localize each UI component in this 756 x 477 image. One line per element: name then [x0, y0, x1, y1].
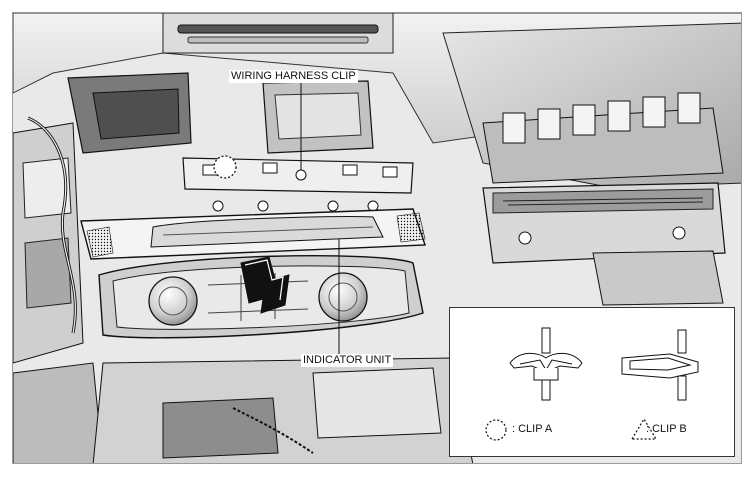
clip-legend-art [485, 327, 699, 441]
clip-a-legend-label: : CLIP A [512, 423, 553, 435]
clip-legend-panel: : CLIP A : CLIP B [449, 307, 735, 457]
clip-b-drawing [621, 329, 699, 401]
arrow-down-right-icon [240, 256, 290, 314]
clip-a-drawing [509, 327, 583, 401]
wiring-harness-clip [295, 83, 307, 181]
indicator-unit-label: INDICATOR UNIT [301, 354, 394, 367]
clip-b-legend-label: : CLIP B [646, 423, 687, 435]
wiring-harness-clip-label: WIRING HARNESS CLIP [229, 70, 358, 83]
clip-a-marker [213, 155, 237, 179]
dashboard-illustration [13, 13, 741, 463]
figure-frame: WIRING HARNESS CLIP INDICATOR UNIT : [12, 12, 742, 464]
dashboard-background [13, 13, 741, 463]
dotted-circle-icon [485, 419, 507, 441]
